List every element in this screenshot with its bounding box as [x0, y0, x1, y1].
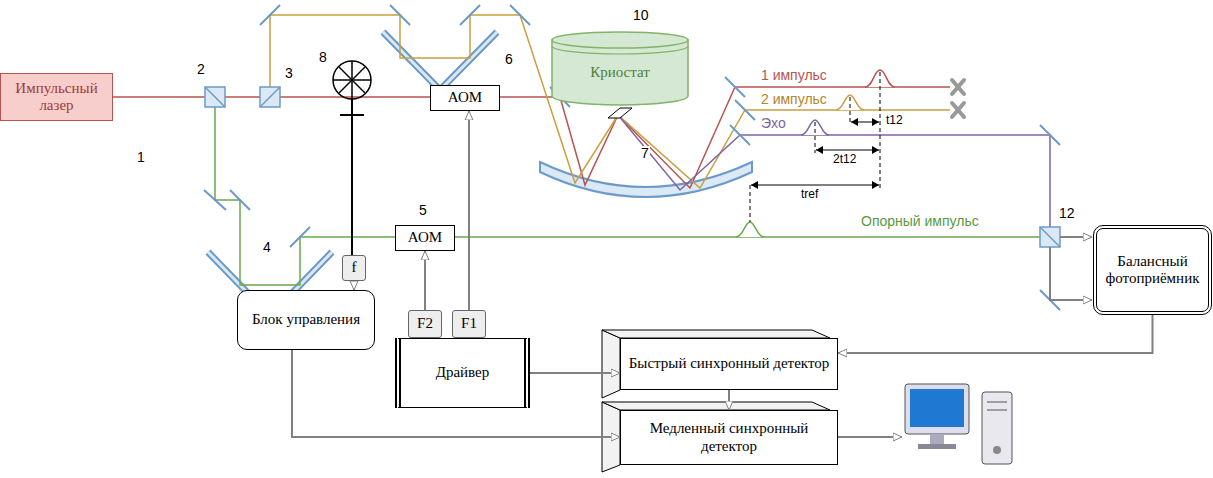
node-text: Криостат	[586, 54, 654, 81]
callout-number: 7	[640, 146, 650, 161]
node-text: Медленный синхронный детектор	[621, 420, 837, 455]
reference-beam	[215, 97, 1040, 285]
pulse	[736, 222, 764, 237]
callout-number: 8	[318, 50, 328, 65]
callout-number: 3	[284, 66, 294, 81]
node-text: АОМ	[404, 229, 446, 246]
frequency-box: F2	[408, 310, 442, 338]
signal-connector	[424, 251, 426, 310]
pulse-label: Опорный импульс	[860, 214, 980, 229]
node-text: f	[348, 259, 361, 276]
pulse-1-beam	[105, 87, 950, 188]
callout-number: 5	[418, 203, 428, 218]
pulse-label: 2 импульс	[760, 92, 828, 107]
time-label: tref	[800, 188, 819, 201]
callout-number: 1	[136, 150, 146, 165]
fast-lockin: Быстрый синхронный детектор	[620, 338, 838, 390]
signal-connector	[530, 372, 620, 374]
callout-number: 12	[1058, 206, 1076, 221]
beam-stop	[952, 80, 964, 117]
driver-box: Драйвер	[395, 338, 530, 408]
control-unit: Блок управления	[237, 290, 375, 350]
callout-number: 6	[504, 52, 514, 67]
aom-box: АОМ	[395, 225, 455, 251]
node-text: Быстрый синхронный детектор	[625, 355, 834, 372]
callout-number: 10	[632, 8, 650, 23]
node-text: Балансный фотоприёмник	[1097, 253, 1208, 288]
beamsplitter	[205, 87, 1060, 247]
echo-beam	[618, 115, 1050, 237]
timing-marks	[750, 72, 880, 222]
time-label: 2t12	[832, 153, 857, 166]
balanced-photodetector: Балансный фотоприёмник	[1093, 225, 1212, 315]
time-label: t12	[885, 114, 904, 127]
cryostat-cylinder: Криостат	[550, 30, 690, 106]
node-text: Драйвер	[432, 364, 494, 381]
callout-number: 4	[262, 240, 272, 255]
node-text: Импульсный лазер	[1, 80, 112, 115]
node-text: Блок управления	[248, 311, 364, 328]
node-text: F2	[413, 315, 437, 332]
laser-box: Импульсный лазер	[0, 73, 113, 121]
pulse-2-beam	[270, 15, 950, 188]
pulse-label: Эхо	[760, 116, 787, 131]
node-text: F1	[457, 315, 481, 332]
frequency-box: f	[342, 255, 366, 281]
pulse-label: 1 импульс	[760, 68, 828, 83]
aom-box: АОМ	[430, 85, 500, 111]
callout-number: 2	[196, 62, 206, 77]
curved-mirror	[540, 162, 752, 197]
frequency-box: F1	[452, 310, 486, 338]
chopper-wheel	[333, 61, 371, 255]
signal-connector	[728, 390, 730, 410]
signal-connector	[353, 281, 355, 290]
signal-connector	[468, 111, 470, 310]
signal-connector	[838, 315, 1153, 353]
node-text: АОМ	[444, 89, 486, 106]
slow-lockin: Медленный синхронный детектор	[620, 410, 838, 465]
computer-icon	[830, 384, 1012, 464]
detector-input	[1050, 237, 1092, 300]
mirror	[204, 5, 1060, 310]
sample	[608, 108, 632, 118]
